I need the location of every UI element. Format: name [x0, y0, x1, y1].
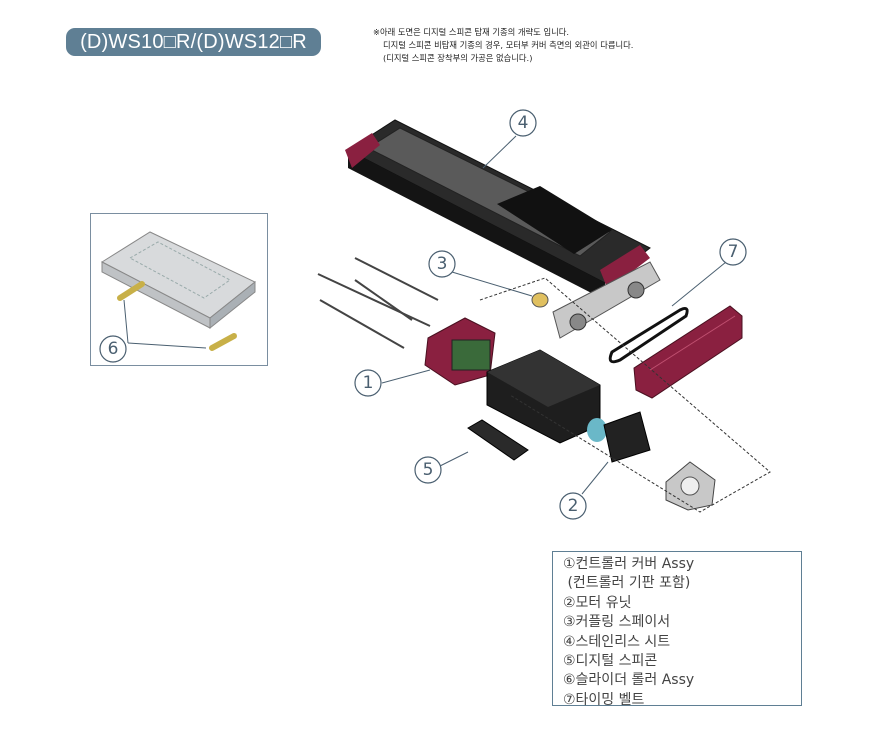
- svg-text:7: 7: [728, 242, 739, 262]
- digital-speed-controller-drawing: [439, 419, 529, 467]
- motor-unit-drawing: [581, 411, 651, 495]
- note-text: ※아래 도면은 디지털 스피콘 탑재 기종의 개략도 입니다. 디지털 스피콘 …: [373, 26, 633, 65]
- motor-flange-drawing: [665, 461, 716, 511]
- legend-item: ③커플링 스페이서: [563, 614, 671, 631]
- slider-table-drawing: [100, 231, 256, 330]
- legend-item: ②모터 유닛: [563, 594, 632, 611]
- svg-text:3: 3: [437, 254, 448, 274]
- callout-4: 4: [509, 109, 537, 137]
- slider-inset-frame: [90, 213, 268, 366]
- slider-roller-drawing: [117, 281, 237, 351]
- callout-5: 5: [414, 456, 442, 484]
- callout-1: 1: [354, 369, 382, 397]
- controller-cover-drawing: [381, 317, 496, 386]
- legend-item: ⑥슬라이더 롤러 Assy: [563, 672, 695, 689]
- svg-text:6: 6: [108, 339, 119, 359]
- timing-belt-drawing: [608, 261, 727, 364]
- svg-text:2: 2: [568, 496, 579, 516]
- callout-3: 3: [428, 250, 456, 278]
- parts-legend: ①컨트롤러 커버 Assy (컨트롤러 기판 포함) ②모터 유닛 ③커플링 스…: [552, 551, 802, 708]
- legend-item: (컨트롤러 기판 포함): [563, 575, 691, 592]
- note-line: 디지털 스피콘 비탑재 기종의 경우, 모터부 커버 측면의 외관이 다릅니다.: [383, 40, 634, 50]
- actuator-body-drawing: [345, 119, 651, 300]
- svg-text:4: 4: [518, 113, 529, 133]
- coupling-spacer-drawing: [451, 271, 549, 308]
- motor-cover-drawing: [633, 305, 743, 399]
- callout-2: 2: [559, 492, 587, 520]
- note-line: (디지털 스피콘 장착부의 가공은 없습니다.): [383, 53, 533, 63]
- svg-text:5: 5: [423, 460, 434, 480]
- model-title-badge: (D)WS10□R/(D)WS12□R: [66, 28, 321, 56]
- legend-item: ④스테인리스 시트: [563, 633, 671, 650]
- svg-text:1: 1: [363, 373, 374, 393]
- legend-item: ①컨트롤러 커버 Assy: [563, 556, 695, 572]
- end-plate-drawing: [552, 261, 661, 339]
- legend-item: ⑦타이밍 벨트: [563, 691, 645, 708]
- tie-rods-drawing: [317, 257, 439, 349]
- callout-7: 7: [719, 238, 747, 266]
- note-line: ※아래 도면은 디지털 스피콘 탑재 기종의 개략도 입니다.: [373, 27, 569, 37]
- motor-housing-drawing: [486, 349, 601, 444]
- legend-item: ⑤디지털 스피콘: [563, 653, 658, 670]
- callout-6: 6: [99, 335, 127, 363]
